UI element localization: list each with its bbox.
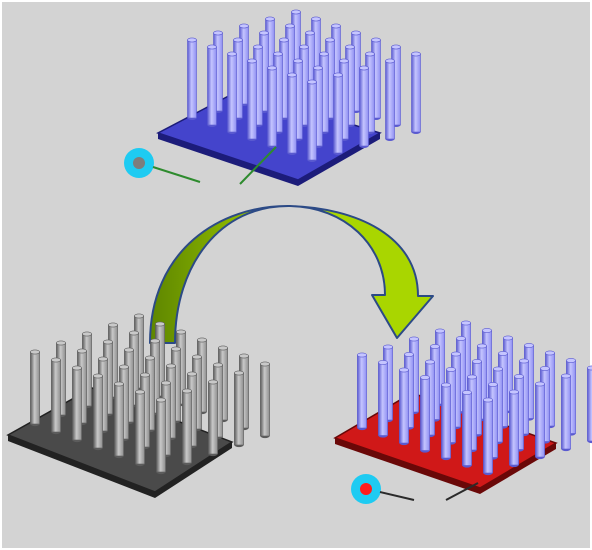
particle-icon	[360, 483, 372, 495]
nanorod	[307, 79, 317, 163]
nanorod	[441, 382, 451, 461]
nanorod	[93, 373, 103, 451]
nanorod	[385, 58, 395, 142]
right-red-array	[333, 320, 592, 494]
nanorod	[420, 375, 430, 453]
substrate-edge	[158, 133, 298, 186]
nanorod	[535, 381, 545, 460]
nanorod	[72, 365, 82, 443]
nanorod	[587, 365, 592, 444]
top-blue-array	[156, 9, 421, 186]
left-gray-array	[6, 313, 270, 498]
nanorod	[187, 37, 197, 121]
nanorod	[182, 388, 192, 466]
nanorod	[561, 373, 571, 452]
nanorod	[247, 58, 257, 142]
nanorod	[365, 51, 375, 135]
nanorod	[287, 72, 297, 156]
nanorod	[399, 367, 409, 446]
nanorod	[114, 381, 124, 459]
top-particle-indicator	[124, 146, 277, 185]
nanorod	[135, 389, 145, 467]
nanorod	[333, 72, 343, 156]
nanorod	[227, 51, 237, 135]
substrate-edge	[335, 438, 480, 494]
nanorod	[260, 361, 270, 439]
particle-trace	[239, 146, 277, 185]
nanorod	[483, 397, 493, 476]
nanorod	[359, 65, 369, 149]
nanorod	[267, 65, 277, 149]
nanorod	[207, 44, 217, 128]
substrate-edge	[8, 435, 155, 498]
nanorod	[30, 349, 40, 427]
nanorod	[357, 352, 367, 431]
nanorod	[208, 379, 218, 457]
particle-tail	[152, 166, 201, 183]
nanorod	[493, 366, 503, 445]
nanorod	[462, 390, 472, 468]
nanorod	[156, 397, 166, 475]
nanorod	[411, 51, 421, 135]
nanorod	[378, 360, 388, 438]
nanorod	[234, 370, 244, 448]
bottom-particle-indicator	[351, 474, 479, 504]
curved-arrow-icon	[149, 204, 434, 344]
particle-trace	[445, 482, 479, 501]
particle-icon	[133, 157, 145, 169]
particle-tail	[379, 491, 415, 501]
nanorod	[498, 351, 508, 429]
nanorod	[509, 389, 519, 468]
nanorod	[51, 357, 61, 435]
